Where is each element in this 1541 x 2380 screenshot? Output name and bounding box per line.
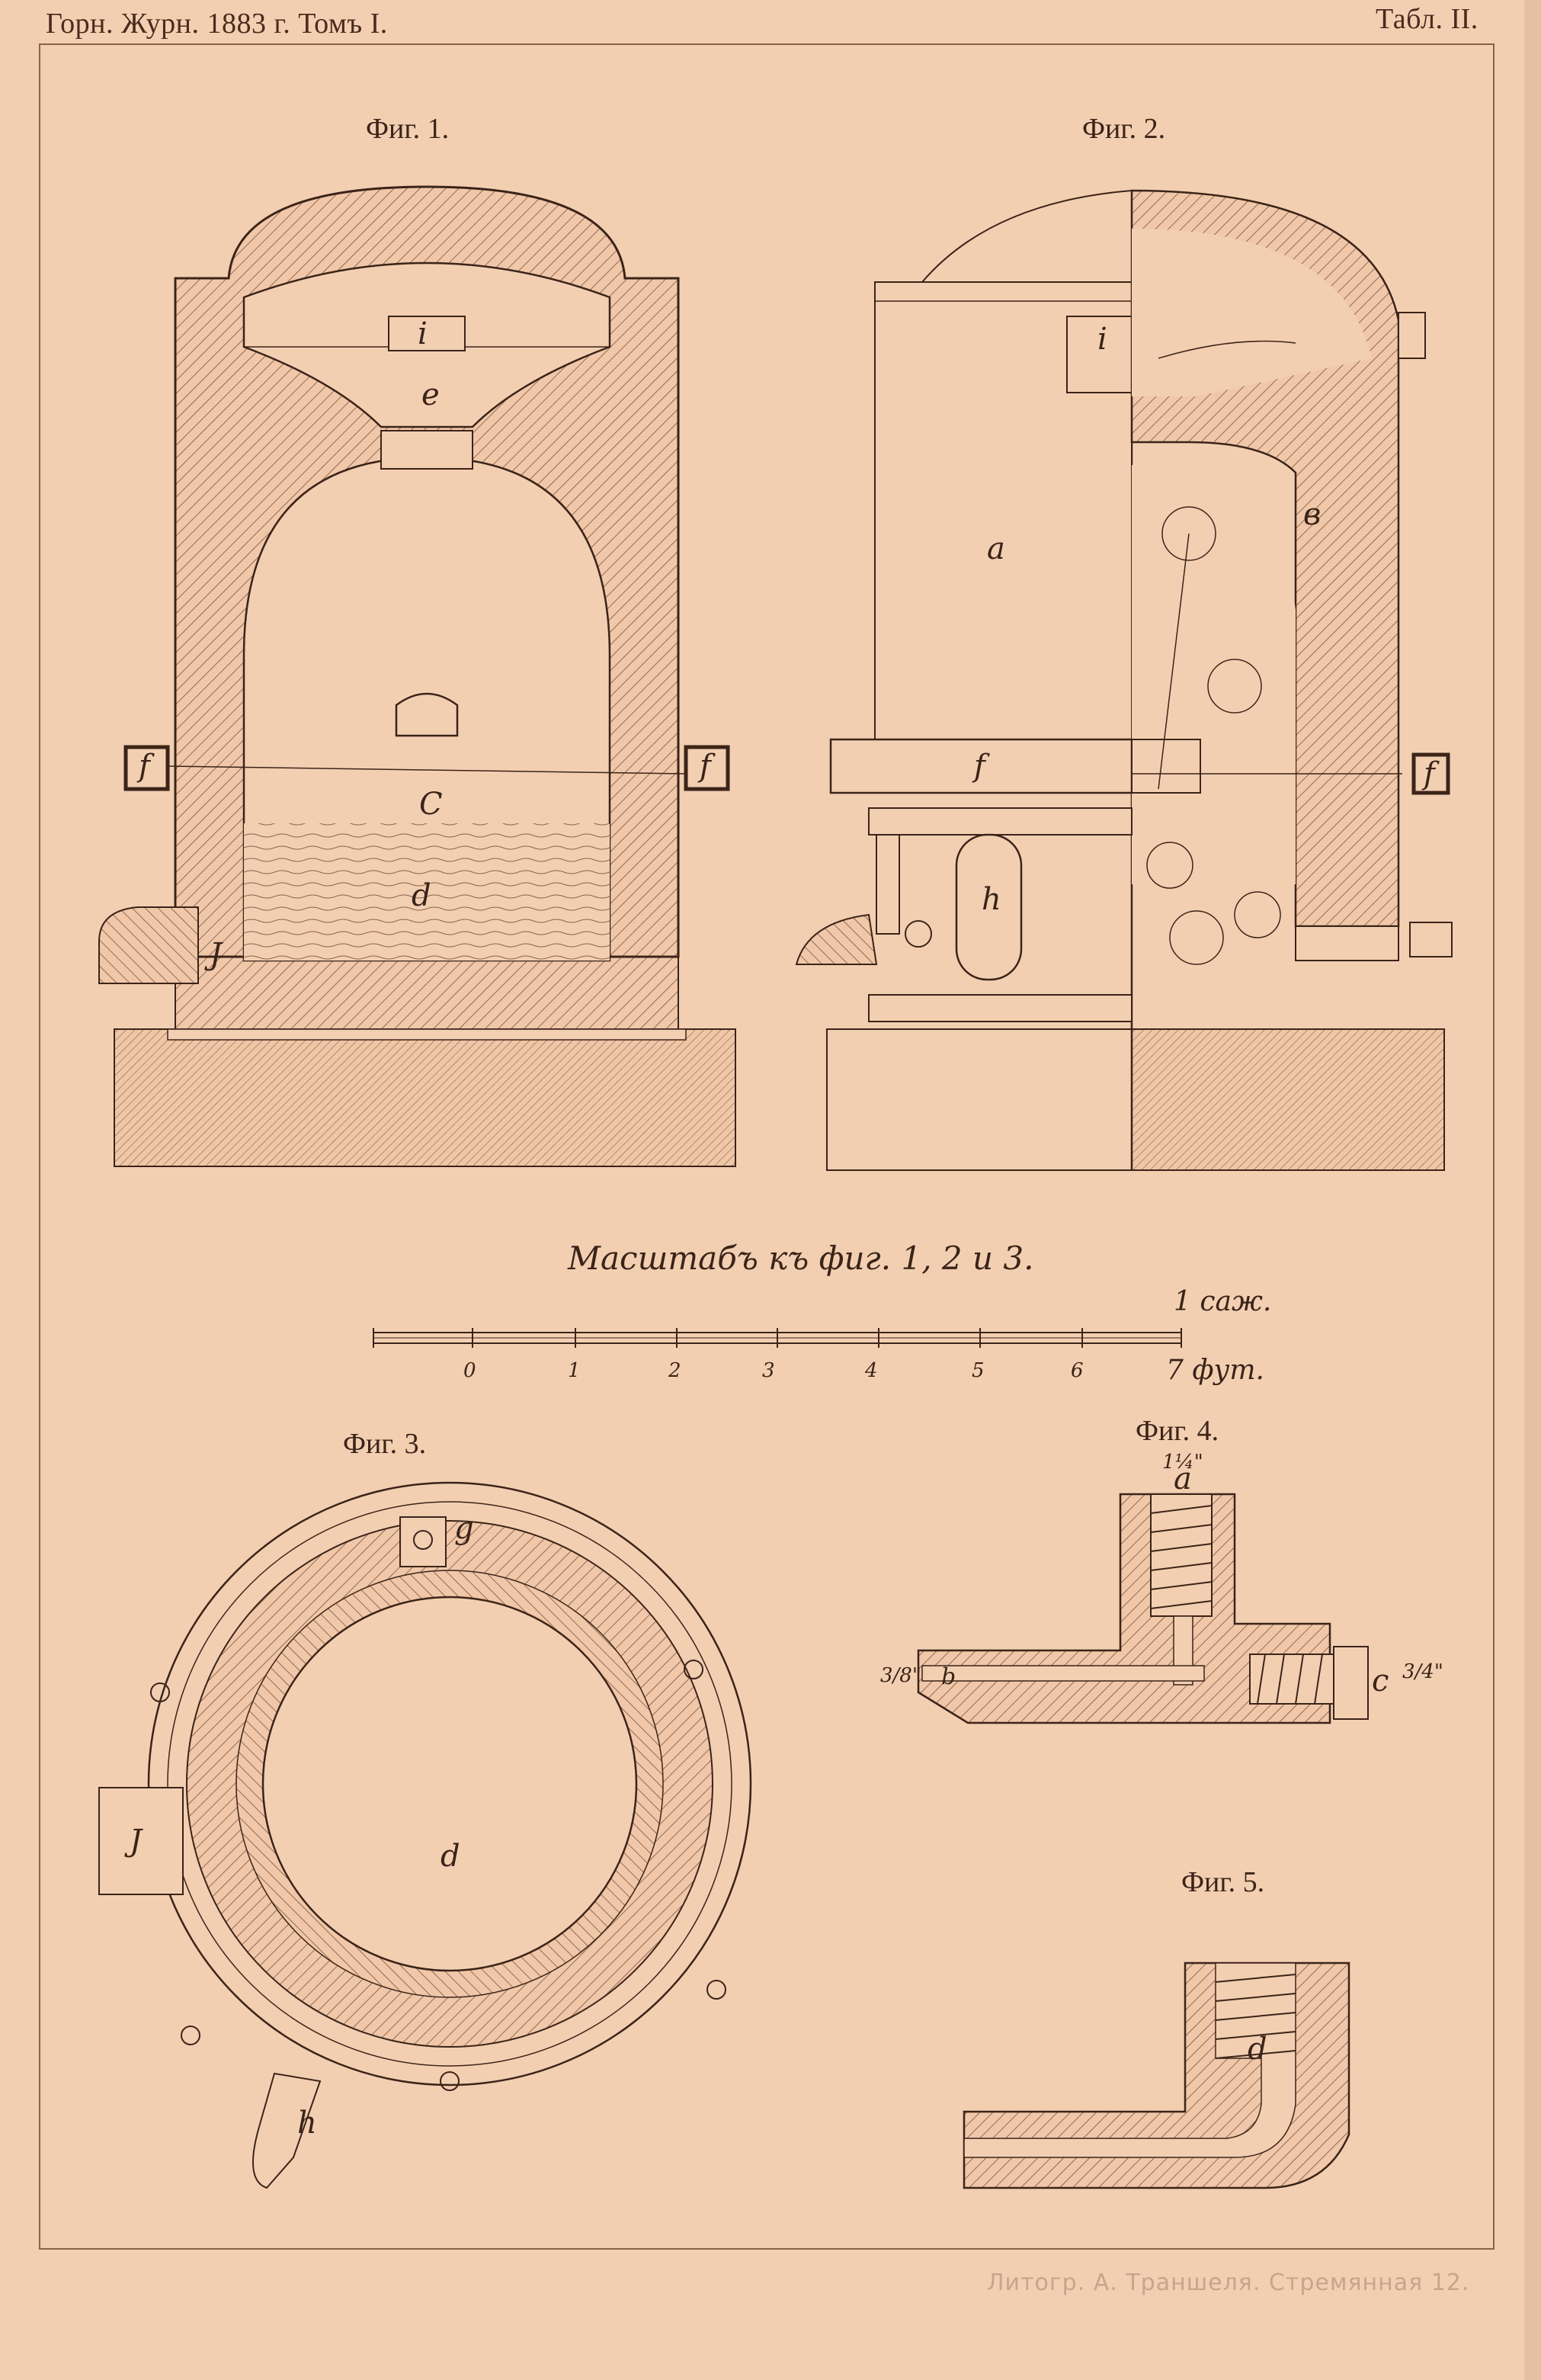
scale-tick: 4 xyxy=(865,1359,878,1382)
figure-3-caption: Фиг. 3. xyxy=(343,1428,427,1460)
figure-2-caption: Фиг. 2. xyxy=(1082,113,1166,145)
scale-tick: 5 xyxy=(972,1359,985,1382)
fig2-label-b: в xyxy=(1303,497,1322,532)
fig1-label-d: d xyxy=(412,878,431,913)
scale-tick: 1 xyxy=(568,1359,581,1382)
fig2-label-i: i xyxy=(1097,322,1107,357)
fig2-label-a: a xyxy=(987,531,1005,566)
fig1-label-f-right: f xyxy=(700,749,711,784)
fig4-dim-right: 3/4" xyxy=(1402,1660,1443,1683)
fig4-label-b: b xyxy=(941,1663,956,1690)
figure-5-caption: Фиг. 5. xyxy=(1181,1866,1265,1898)
fig2-label-f-mid: f xyxy=(974,749,985,784)
fig4-dim-left: 3/8" xyxy=(880,1664,921,1687)
fig3-label-h: h xyxy=(297,2106,317,2141)
fig1-label-c: C xyxy=(419,787,443,822)
figure-1-caption: Фиг. 1. xyxy=(366,113,450,145)
fig2-label-f-right: f xyxy=(1424,756,1435,791)
plate-number: Табл. II. xyxy=(1376,3,1479,35)
journal-title: Горн. Журн. 1883 г. Томъ I. xyxy=(46,8,388,40)
scale-title: Масштабъ къ фиг. 1, 2 и 3. xyxy=(568,1240,1034,1277)
fig4-label-c: c xyxy=(1372,1663,1389,1698)
fig4-label-a: a xyxy=(1174,1461,1192,1496)
scale-tick: 2 xyxy=(668,1359,681,1382)
fig2-label-h: h xyxy=(982,882,1001,917)
fig5-label-d: d xyxy=(1248,2032,1267,2067)
fig1-label-f-left: f xyxy=(139,749,150,784)
fig1-label-j: J xyxy=(210,937,223,972)
scale-unit-bottom: 7 фут. xyxy=(1166,1355,1264,1386)
figure-1-drawing xyxy=(98,185,736,1167)
figure-3-drawing xyxy=(98,1481,752,2189)
fig3-label-j: J xyxy=(130,1823,143,1859)
scale-bar-drawing xyxy=(373,1328,1182,1348)
figure-2-drawing xyxy=(795,189,1453,1171)
figure-4-drawing xyxy=(917,1493,1369,1724)
fig3-label-g: g xyxy=(454,1511,474,1546)
figure-5-drawing xyxy=(963,1961,1350,2189)
lithographer-credit: Литогр. А. Траншеля. Стремянная 12. xyxy=(987,2269,1470,2296)
fig1-label-i: i xyxy=(418,316,428,351)
fig3-label-d: d xyxy=(441,1839,460,1874)
figure-4-caption: Фиг. 4. xyxy=(1136,1415,1219,1447)
fig1-label-e: e xyxy=(421,377,440,412)
scale-unit-top: 1 саж. xyxy=(1174,1286,1272,1317)
scale-tick: 3 xyxy=(762,1359,775,1382)
scale-tick: 0 xyxy=(463,1359,476,1382)
fig4-dim-top: 1¼" xyxy=(1162,1451,1203,1474)
scale-tick: 6 xyxy=(1071,1359,1084,1382)
